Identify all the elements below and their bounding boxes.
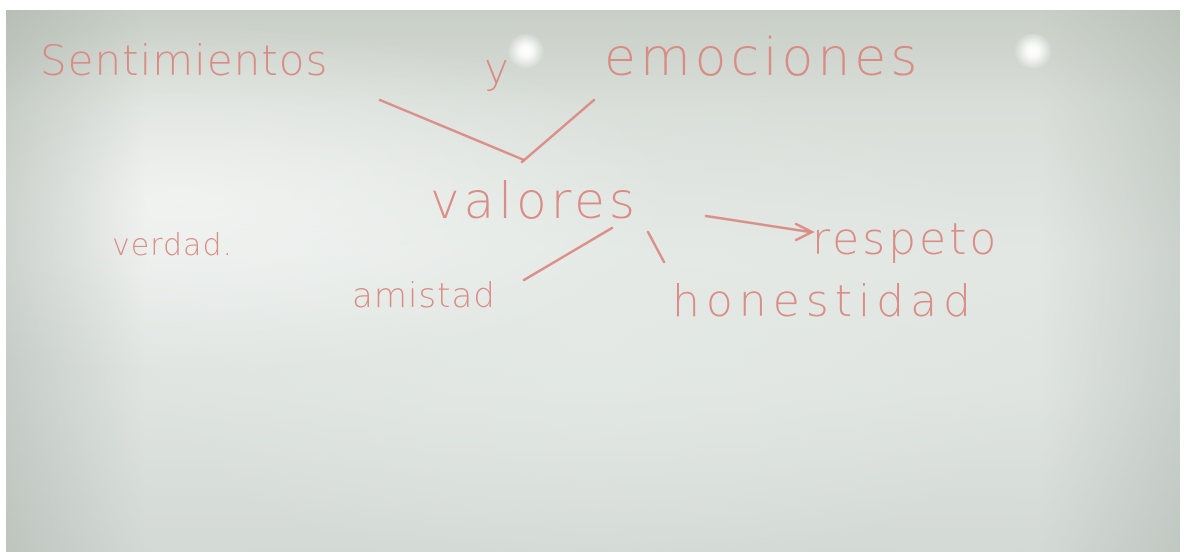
word-emociones: emociones	[604, 28, 922, 88]
arrow-head	[794, 222, 815, 242]
line-valores-to-amistad	[522, 226, 614, 282]
word-y: y	[484, 44, 511, 93]
word-sentimientos: Sentimientos	[40, 36, 329, 85]
word-honestidad: honestidad	[672, 276, 977, 327]
light-glare	[1012, 34, 1054, 68]
line-emociones-to-valores	[520, 98, 596, 164]
word-respeto: respeto	[812, 214, 1000, 265]
line-valores-to-respeto	[704, 214, 812, 234]
line-valores-to-honestidad	[646, 230, 666, 264]
light-glare	[506, 34, 546, 68]
word-verdad: verdad.	[112, 228, 234, 263]
word-amistad: amistad	[352, 276, 496, 316]
line-sentimientos-to-valores	[378, 98, 526, 162]
word-valores: valores	[430, 172, 639, 230]
